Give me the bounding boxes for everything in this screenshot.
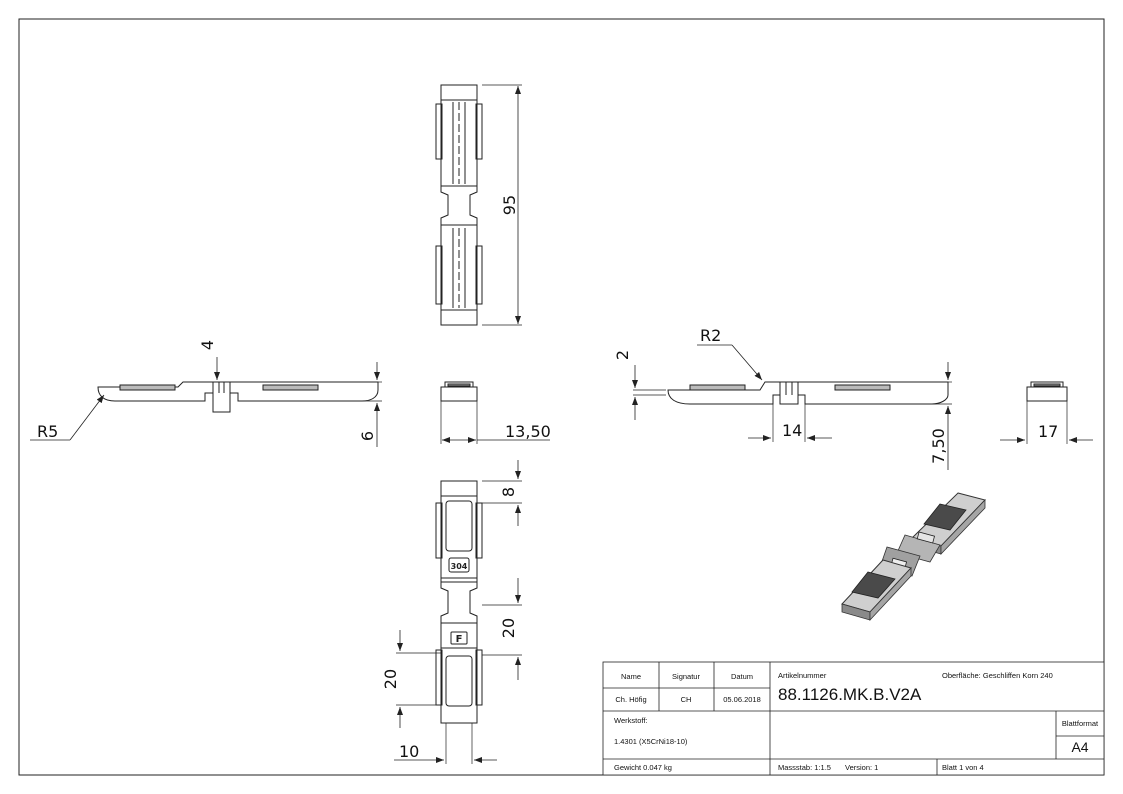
dim-10-label: 10 [399,742,419,761]
tb-signatur-value: CH [681,695,692,704]
bottom-view [394,460,522,764]
dim-8-label: 8 [499,487,518,497]
tb-blattformat-label: Blattformat [1062,719,1099,728]
dim-13-50-label: 13,50 [505,422,551,441]
sheet-border [18,18,1105,776]
engraving-mark: F [456,634,463,645]
tb-blattformat-value: A4 [1071,739,1088,755]
tb-massstab: Massstab: 1:1.5 [778,763,831,772]
dim-2-label: 2 [613,350,632,360]
tb-signatur-header: Signatur [672,672,700,681]
front-view-left [30,357,382,447]
front-view-right [632,344,952,470]
top-view [435,84,522,326]
isometric-view [841,492,986,622]
dim-14-label: 14 [782,421,802,440]
dim-r5-label: R5 [37,422,58,441]
dim-r2-label: R2 [700,326,721,345]
title-block [602,661,1105,776]
tb-werkstoff-value: 1.4301 (X5CrNi18-10) [614,737,688,746]
dim-20-left-label: 20 [381,669,400,689]
dim-95-label: 95 [500,195,519,215]
tb-datum-header: Datum [731,672,753,681]
dim-4-label: 4 [198,340,217,350]
tb-datum-value: 05.06.2018 [723,695,761,704]
tb-artikel-label: Artikelnummer [778,671,827,680]
tb-name-header: Name [621,672,641,681]
dim-20-right-label: 20 [499,618,518,638]
tb-blatt: Blatt 1 von 4 [942,763,984,772]
tb-oberflaeche: Oberfläche: Geschliffen Korn 240 [942,671,1053,680]
side-view-right [1000,381,1093,444]
dim-6-label: 6 [358,431,377,441]
engraving-grade: 304 [451,562,468,571]
side-view-middle [440,381,550,444]
tb-version: Version: 1 [845,763,878,772]
tb-gewicht: Gewicht 0.047 kg [614,763,672,772]
dim-17-label: 17 [1038,422,1058,441]
tb-name-value: Ch. Höfig [615,695,646,704]
tb-werkstoff-label: Werkstoff: [614,716,647,725]
dim-7-50-label: 7,50 [929,428,948,464]
tb-artikel-value: 88.1126.MK.B.V2A [778,685,922,704]
